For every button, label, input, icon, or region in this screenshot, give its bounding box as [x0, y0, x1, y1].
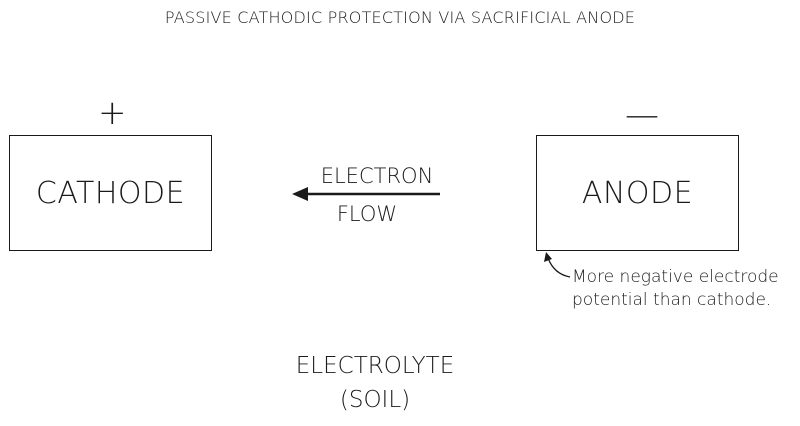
diagram-title: PASSIVE CATHODIC PROTECTION VIA SACRIFIC…: [164, 8, 636, 27]
arrow-left-icon: [292, 187, 440, 201]
curved-pointer-arrow-icon: [544, 252, 571, 278]
anode-negative-sign: —: [625, 95, 659, 135]
electron-flow-label-line2: FLOW: [336, 202, 398, 226]
electron-flow-label-line1: ELECTRON: [320, 164, 434, 188]
electrolyte-label-line2: (SOIL): [339, 387, 411, 413]
anode-note-line1: More negative electrode: [572, 267, 779, 287]
anode-label: ANODE: [581, 175, 694, 211]
cathode-positive-sign: +: [98, 93, 127, 133]
cathode-box: CATHODE: [9, 135, 212, 251]
electrolyte-label-line1: ELECTROLYTE: [295, 353, 455, 379]
cathode-label: CATHODE: [35, 175, 186, 211]
anode-note-line2: potential than cathode.: [572, 290, 772, 310]
anode-box: ANODE: [536, 135, 739, 251]
